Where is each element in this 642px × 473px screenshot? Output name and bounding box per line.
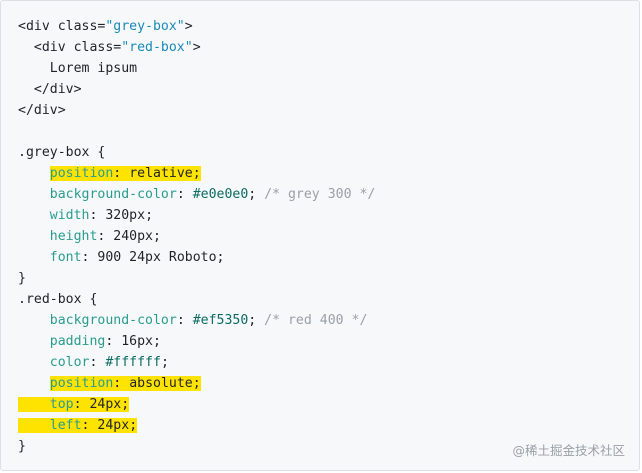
code-line-20: left: 24px; — [18, 415, 375, 436]
code-line-12: font: 900 24px Roboto; — [49, 250, 225, 265]
code-line-4: </div> — [18, 82, 82, 97]
code-line-7: .grey-box { — [18, 145, 106, 160]
code-line-18: position: absolute; — [18, 373, 375, 394]
code-line-21: } — [18, 439, 26, 454]
code-line-19: top: 24px; — [18, 394, 375, 415]
code-line-2: <div class="red-box"> — [18, 40, 201, 55]
code-line-5: </div> — [18, 103, 66, 118]
code-line-3: Lorem ipsum — [18, 61, 138, 76]
highlight-position-absolute: position: absolute; — [49, 376, 201, 391]
code-line-1: <div class="grey-box"> — [18, 19, 193, 34]
watermark: @稀土掘金技术社区 — [512, 443, 625, 458]
code-line-11: height: 240px; — [49, 229, 161, 244]
code-listing: <div class="grey-box"> <div class="red-b… — [18, 16, 375, 457]
highlight-top: top: 24px; — [18, 397, 130, 412]
code-line-16: padding: 16px; — [49, 334, 161, 349]
highlight-position-relative: position: relative; — [49, 166, 201, 181]
code-line-10: width: 320px; — [49, 208, 154, 223]
code-line-13: } — [18, 271, 26, 286]
code-line-8: position: relative; — [18, 163, 375, 184]
code-line-14: .red-box { — [18, 292, 98, 307]
code-line-15: background-color: #ef5350; /* red 400 */ — [49, 313, 368, 328]
code-line-blank — [18, 121, 375, 142]
code-line-17: color: #ffffff; — [49, 355, 169, 370]
code-line-9: background-color: #e0e0e0; /* grey 300 *… — [49, 187, 376, 202]
highlight-left: left: 24px; — [18, 418, 138, 433]
